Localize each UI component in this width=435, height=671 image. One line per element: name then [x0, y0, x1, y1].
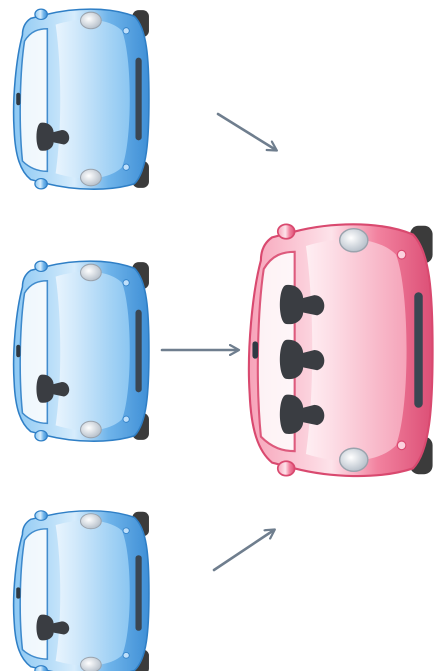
car-icon-source-3 — [14, 511, 149, 671]
mirror-icon — [35, 261, 47, 271]
car-roof — [306, 239, 407, 461]
mirror-icon — [35, 666, 47, 671]
car-icon-source-2 — [14, 261, 149, 441]
arrow-icon-3 — [214, 530, 274, 570]
mirror-icon — [35, 179, 47, 189]
side-trim — [135, 58, 141, 141]
side-trim — [135, 555, 141, 631]
headlamp-icon — [81, 421, 102, 438]
car-icon-carpool — [249, 224, 433, 476]
headlamp-icon — [81, 169, 102, 186]
side-trim — [135, 310, 141, 393]
car-icon-source-1 — [14, 9, 149, 189]
mirror-icon — [35, 431, 47, 441]
headlamp-icon — [81, 657, 102, 671]
side-trim — [414, 292, 422, 408]
headlamp-icon — [81, 12, 102, 29]
mirror-icon — [35, 511, 47, 520]
headlamp-icon — [340, 229, 368, 252]
headlamp-icon — [340, 448, 368, 471]
car-roof — [56, 272, 130, 431]
car-roof — [56, 20, 130, 179]
headlamp-icon — [81, 514, 102, 529]
arrow-icon-1 — [218, 114, 276, 150]
mirror-icon — [278, 461, 295, 475]
mirror-icon — [35, 9, 47, 19]
mirror-icon — [278, 224, 295, 238]
car-roof — [56, 520, 130, 665]
headlamp-icon — [81, 264, 102, 281]
